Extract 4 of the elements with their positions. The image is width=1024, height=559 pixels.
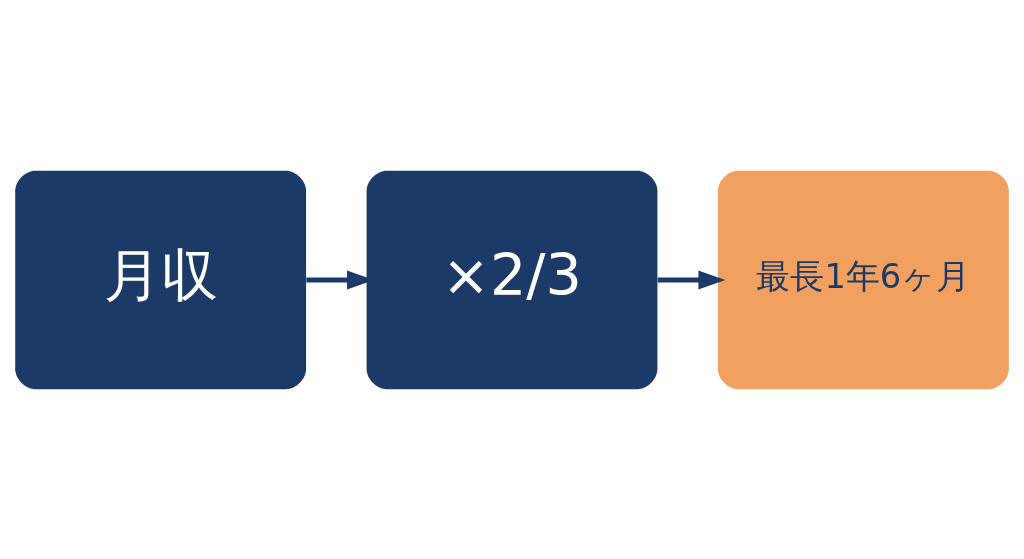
node-box: 月収	[15, 170, 307, 389]
arrow	[657, 270, 726, 289]
node-box: ×2/3	[366, 170, 658, 389]
node-box: 最長1年6ヶ月	[717, 170, 1009, 389]
